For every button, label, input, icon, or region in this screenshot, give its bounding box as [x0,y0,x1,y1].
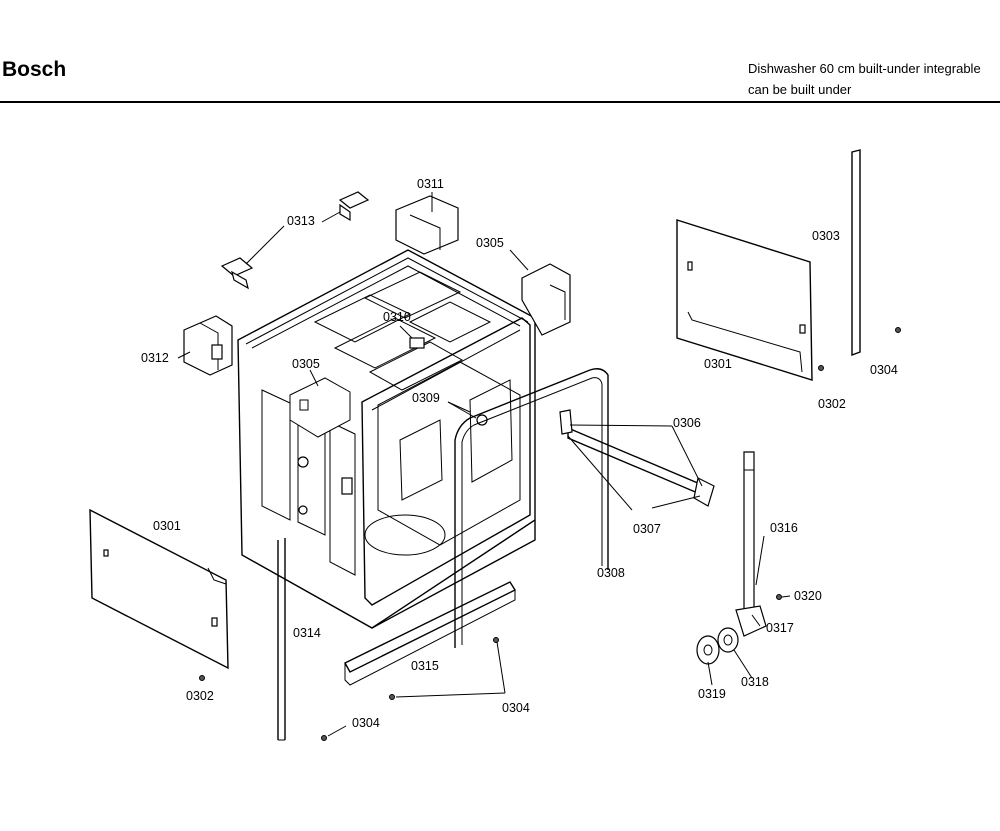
brand-title: Bosch [2,58,67,81]
label-0312: 0312 [141,351,169,365]
label-0309: 0309 [412,391,440,405]
label-0303: 0303 [812,229,840,243]
part-0308-seal [454,368,609,648]
label-0310: 0310 [383,310,411,324]
label-0320: 0320 [794,589,822,603]
part-0319-nut [696,635,720,665]
product-description: Dishwasher 60 cm built-under integrable … [748,58,981,100]
label-0318: 0318 [741,675,769,689]
label-0302-right: 0302 [818,397,846,411]
label-0305-top: 0305 [476,236,504,250]
part-0318-ring [717,627,739,653]
part-0303-strip [851,149,861,357]
label-0305-side: 0305 [292,357,320,371]
description-line-2: can be built under [748,82,852,97]
part-0311-bracket [395,195,459,255]
part-labels: 0311 0313 0305 0303 0310 0312 0305 0301 … [141,177,898,730]
part-0317-fitting [735,605,767,637]
part-0305-bracket [521,263,571,336]
label-0301-left: 0301 [153,519,181,533]
part-0312-bracket [183,315,233,376]
header-divider [0,101,1000,103]
part-0316-hose [743,451,755,613]
tub-outline [237,249,536,629]
label-0302-left: 0302 [186,689,214,703]
label-0313: 0313 [287,214,315,228]
label-0317: 0317 [766,621,794,635]
label-0304-left: 0304 [352,716,380,730]
label-0314: 0314 [293,626,321,640]
part-0314-strip [277,538,286,740]
part-0301-panel-right [676,219,813,381]
part-0306-bar [567,426,701,496]
description-line-1: Dishwasher 60 cm built-under integrable [748,61,981,76]
tub-assembly [237,249,536,629]
label-0316: 0316 [770,521,798,535]
label-0304-right: 0304 [870,363,898,377]
label-0304-bottom: 0304 [502,701,530,715]
part-0301-panel-left [89,508,229,670]
label-0311: 0311 [417,177,444,191]
part-0313-brackets [220,191,370,290]
label-0306: 0306 [673,416,701,430]
label-0319: 0319 [698,687,726,701]
label-0315: 0315 [411,659,439,673]
screws [199,327,901,741]
label-0307: 0307 [633,522,661,536]
leader-lines [177,192,791,737]
label-0301-right: 0301 [704,357,732,371]
label-0308: 0308 [597,566,625,580]
